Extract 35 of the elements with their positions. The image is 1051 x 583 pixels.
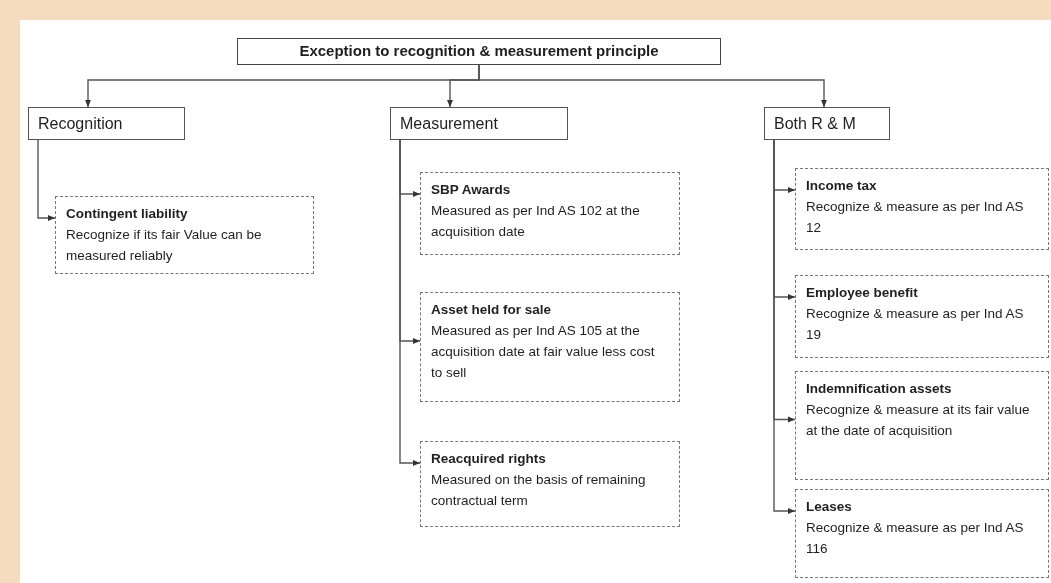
item-description: Measured as per Ind AS 102 at the acquisition date bbox=[431, 202, 641, 241]
item-heading: Leases bbox=[806, 498, 853, 516]
item-heading: Employee benefit bbox=[806, 284, 919, 302]
item-heading: Indemnification assets bbox=[806, 380, 953, 398]
item-description: Recognize if its fair Value can be measured reliably bbox=[66, 226, 263, 265]
item-description: Measured as per Ind AS 105 at the acquisition date at fair value less cost to sell bbox=[431, 322, 656, 382]
connector-arrow bbox=[37, 139, 56, 221]
exception-box bbox=[420, 172, 680, 255]
item-description: Recognize & measure at its fair value at the date of acquisition bbox=[806, 401, 1031, 440]
exception-box bbox=[795, 168, 1049, 250]
item-description: Recognize & measure as per Ind AS 12 bbox=[806, 198, 1025, 237]
exception-box bbox=[420, 292, 680, 402]
category-box bbox=[390, 107, 568, 140]
exception-box bbox=[795, 275, 1049, 358]
item-description: Recognize & measure as per Ind AS 116 bbox=[806, 519, 1025, 558]
connector-arrow bbox=[478, 64, 827, 108]
item-heading: Income tax bbox=[806, 177, 878, 195]
exception-box bbox=[55, 196, 314, 274]
heading-box bbox=[237, 38, 721, 65]
exception-box bbox=[795, 489, 1049, 578]
box-title: Recognition bbox=[38, 113, 123, 134]
item-description: Measured on the basis of remaining contractual term bbox=[431, 471, 647, 510]
box-title: Exception to recognition & measurement principle bbox=[299, 41, 659, 62]
category-box bbox=[28, 107, 185, 140]
box-title: Measurement bbox=[400, 113, 498, 134]
item-heading: Asset held for sale bbox=[431, 301, 553, 319]
item-heading: Reacquired rights bbox=[431, 450, 547, 468]
exception-box bbox=[795, 371, 1049, 480]
connector-arrow bbox=[399, 139, 421, 466]
item-heading: Contingent liability bbox=[66, 205, 189, 223]
exception-box bbox=[420, 441, 680, 527]
item-description: Recognize & measure as per Ind AS 19 bbox=[806, 305, 1025, 344]
item-heading: SBP Awards bbox=[431, 181, 512, 199]
box-title: Both R & M bbox=[774, 113, 856, 134]
category-box bbox=[764, 107, 890, 140]
